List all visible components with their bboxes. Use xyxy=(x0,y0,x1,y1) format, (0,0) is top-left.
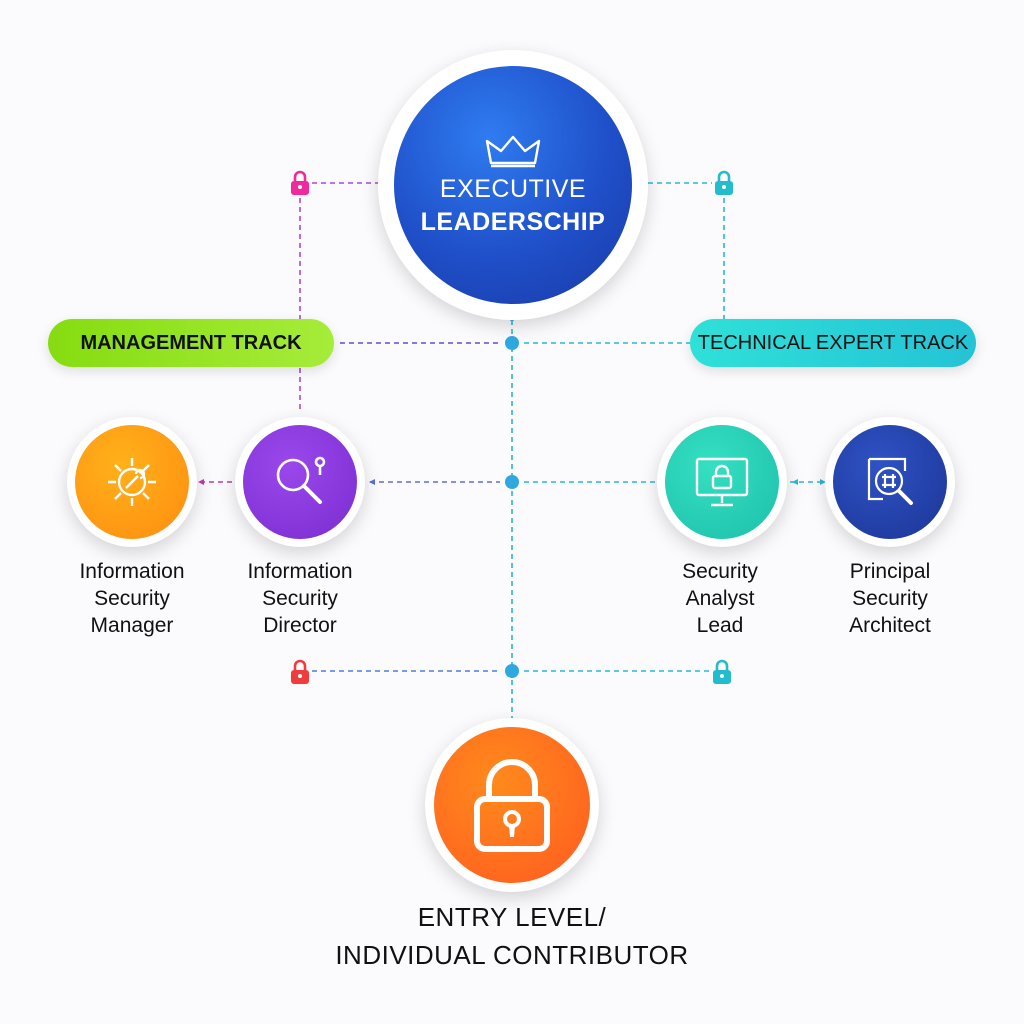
lock-icon xyxy=(713,659,731,684)
executive-leadership-node: EXECUTIVE LEADERSCHIP xyxy=(378,50,648,320)
role-badge-architect xyxy=(833,425,947,539)
role-label-line: Lead xyxy=(696,614,744,637)
role-label-line: Architect xyxy=(849,614,931,637)
role-node-analyst xyxy=(657,417,787,547)
role-node-architect xyxy=(825,417,955,547)
arrow-director xyxy=(369,479,375,485)
junction-node-bottom xyxy=(505,664,519,678)
role-label-line: Security xyxy=(94,587,170,610)
executive-title-line1: EXECUTIVE xyxy=(439,175,587,203)
lock-icon xyxy=(291,659,309,684)
entry-level-badge xyxy=(434,727,590,883)
gear-wrench-icon xyxy=(108,458,156,506)
technical-track-pill: TECHNICAL EXPERT TRACK xyxy=(690,319,976,367)
role-label-analyst: Security Analyst Lead xyxy=(640,558,800,639)
executive-leadership-badge: EXECUTIVE LEADERSCHIP xyxy=(394,66,632,304)
role-node-manager xyxy=(67,417,197,547)
lock-icon xyxy=(291,170,309,195)
entry-label-line2: INDIVIDUAL CONTRIBUTOR xyxy=(335,940,689,970)
entry-level-label: ENTRY LEVEL/ INDIVIDUAL CONTRIBUTOR xyxy=(262,898,762,974)
role-label-line: Security xyxy=(852,587,928,610)
role-label-manager: Information Security Manager xyxy=(52,558,212,639)
role-label-line: Principal xyxy=(849,560,931,583)
role-label-line: Security xyxy=(682,560,758,583)
junction-node-top xyxy=(505,336,519,350)
arrow-manager xyxy=(198,479,204,485)
role-badge-manager xyxy=(75,425,189,539)
role-label-director: Information Security Director xyxy=(220,558,380,639)
lock-icon xyxy=(715,170,733,195)
role-label-line: Information xyxy=(247,560,353,583)
padlock-icon xyxy=(474,759,550,852)
role-label-line: Security xyxy=(262,587,338,610)
role-label-line: Manager xyxy=(90,614,174,637)
monitor-lock-icon xyxy=(695,457,749,507)
entry-label-line1: ENTRY LEVEL/ xyxy=(417,902,607,932)
role-badge-analyst xyxy=(665,425,779,539)
crown-icon xyxy=(485,135,541,168)
role-label-architect: Principal Security Architect xyxy=(810,558,970,639)
arrow-architect xyxy=(820,479,826,485)
role-node-director xyxy=(235,417,365,547)
junction-node-middle xyxy=(505,475,519,489)
executive-title-line2: LEADERSCHIP xyxy=(420,208,606,236)
entry-level-node xyxy=(425,718,599,892)
role-label-line: Information xyxy=(79,560,185,583)
role-label-line: Analyst xyxy=(685,587,755,610)
magnifier-icon xyxy=(276,456,326,504)
role-badge-director xyxy=(243,425,357,539)
arrow-analyst xyxy=(792,479,798,485)
management-track-pill: MANAGEMENT TRACK xyxy=(48,319,334,367)
search-grid-icon xyxy=(867,457,913,505)
role-label-line: Director xyxy=(263,614,337,637)
